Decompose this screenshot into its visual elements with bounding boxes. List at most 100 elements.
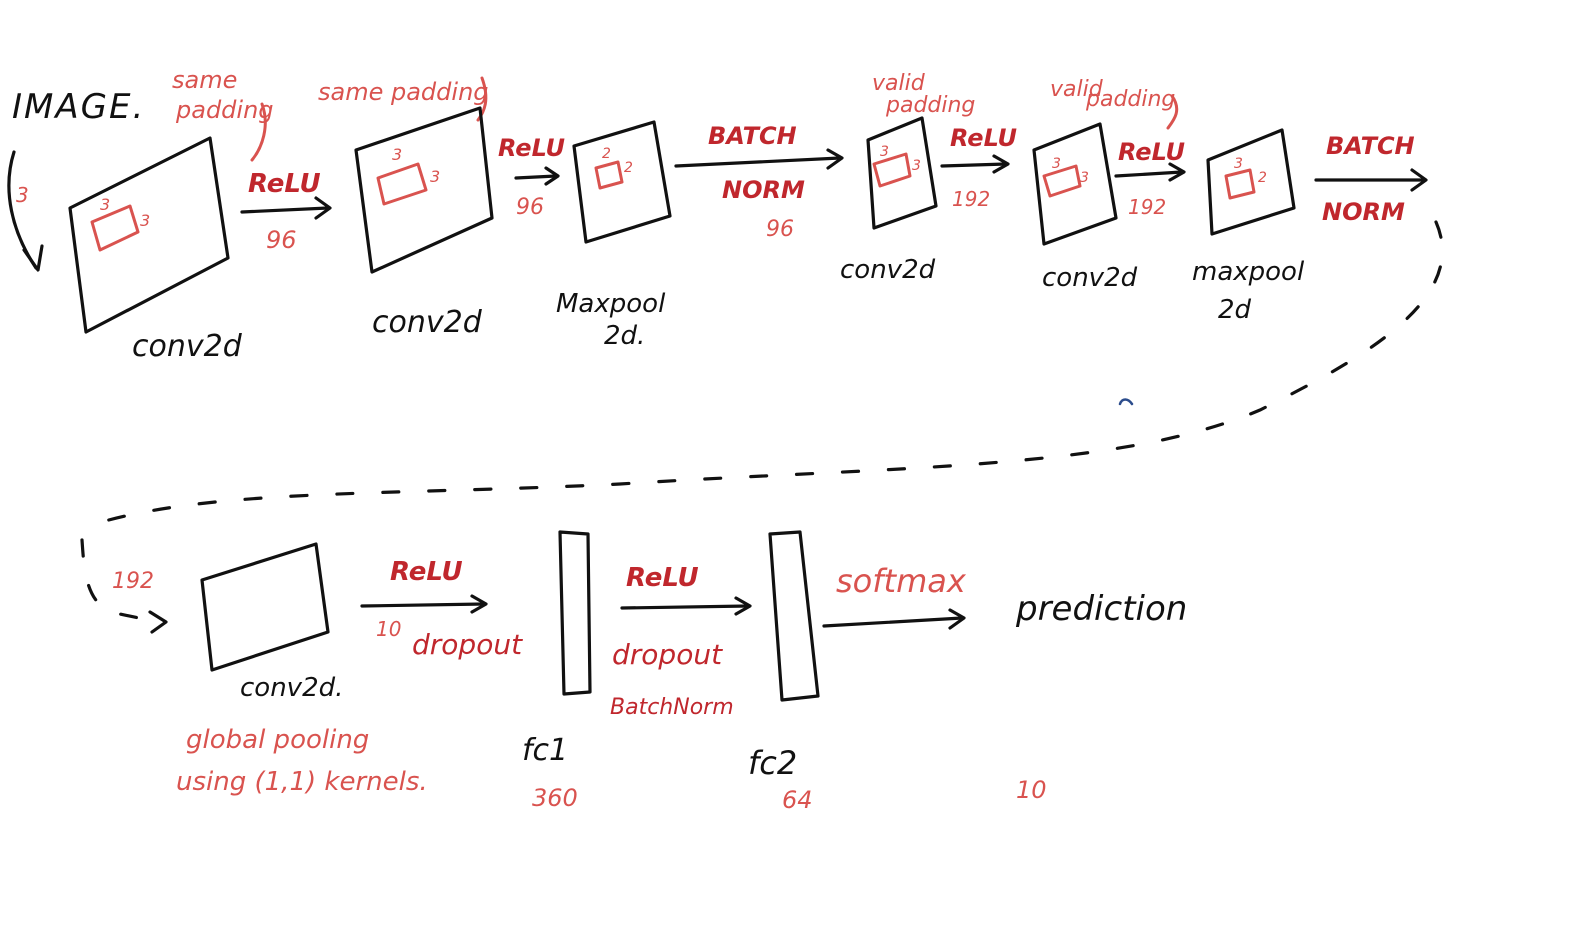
- fc1-arrow: [620, 604, 750, 610]
- output-classes: 10: [1016, 776, 1047, 804]
- fc2-activation: softmax: [836, 562, 967, 600]
- stage6-feature-map: [1206, 128, 1296, 236]
- stage2-filters: 96: [516, 195, 544, 220]
- stage2-padding-note: same padding: [318, 78, 489, 106]
- stage3-layer-label-1: Maxpool: [556, 289, 666, 319]
- stage1-kernel-h: 3: [100, 195, 110, 214]
- fc1-arrowhead: [734, 596, 752, 616]
- stage3-norm-2: NORM: [722, 176, 805, 204]
- stage3-layer-label-2: 2d.: [604, 321, 645, 351]
- fc2-arrow: [822, 616, 964, 628]
- stage6-kernel: [1224, 168, 1256, 200]
- stage1-padding-note-1: same: [172, 66, 237, 94]
- input-arrowhead: [22, 244, 44, 272]
- stage7-layer-label: conv2d.: [240, 673, 343, 703]
- stage4-padding-note-1: valid: [872, 71, 926, 96]
- stage4-kernel: [872, 152, 912, 188]
- output-label: prediction: [1015, 589, 1187, 629]
- stage6-kernel-h: 3: [1234, 156, 1243, 172]
- stage1-activation: ReLU: [248, 169, 321, 199]
- input-channels: 3: [16, 183, 29, 207]
- stage5-kernel-h: 3: [1052, 156, 1061, 172]
- stage5-kernel: [1042, 164, 1082, 198]
- stage2-kernel-w: 3: [430, 167, 440, 186]
- stage4-padding-note-2: padding: [885, 93, 975, 118]
- stage7-regularization: dropout: [412, 628, 523, 661]
- stage6-layer-label-1: maxpool: [1192, 257, 1305, 287]
- row-connector-dashed-end: [80, 538, 160, 624]
- stage2-kernel-h: 3: [392, 145, 402, 164]
- stage7-activation: ReLU: [390, 557, 463, 587]
- stage2-layer-label: conv2d: [372, 305, 483, 340]
- stage4-arrow: [940, 162, 1008, 168]
- stage5-activation: ReLU: [1118, 138, 1185, 166]
- row-connector-arrowhead: [148, 610, 168, 634]
- stage2-kernel: [376, 162, 428, 206]
- stage5-note-arrow: [1166, 94, 1179, 130]
- stage7-in-channels: 192: [112, 569, 154, 594]
- stage1-filters: 96: [266, 226, 297, 254]
- fc1-regularization-1: dropout: [612, 638, 723, 671]
- fc1-regularization-2: BatchNorm: [610, 695, 734, 720]
- fc1-label: fc1: [522, 733, 568, 768]
- stage6-kernel-w: 2: [1258, 170, 1267, 186]
- stage5-arrowhead: [1168, 162, 1186, 182]
- stage3-kernel-h: 2: [602, 146, 611, 162]
- stage1-feature-map: [68, 136, 230, 334]
- stage4-activation: ReLU: [950, 124, 1017, 152]
- stage4-arrowhead: [992, 154, 1010, 174]
- stage5-padding-note-2: padding: [1085, 87, 1175, 112]
- stage1-note-arrow: [250, 102, 267, 162]
- stage6-arrowhead: [1410, 168, 1428, 192]
- fc1-units: 360: [532, 784, 578, 812]
- stage4-filters: 192: [952, 187, 990, 211]
- stage1-arrowhead: [314, 196, 332, 220]
- fc1-activation: ReLU: [626, 563, 699, 593]
- stage5-feature-map: [1032, 122, 1118, 246]
- stage3-arrowhead: [826, 148, 844, 170]
- stage7-arrow: [360, 602, 486, 608]
- stage3-filters: 96: [766, 217, 794, 242]
- input-arrow: [7, 150, 38, 270]
- stage4-feature-map: [866, 116, 938, 230]
- stage2-activation: ReLU: [498, 134, 565, 162]
- stage2-arrowhead: [544, 166, 560, 186]
- stage2-arrow: [514, 174, 558, 180]
- fc2-layer: [768, 530, 820, 702]
- stray-mark: [1118, 398, 1134, 406]
- stage5-filters: 192: [1128, 195, 1166, 219]
- stage5-layer-label: conv2d: [1042, 263, 1138, 293]
- stage5-kernel-w: 3: [1080, 170, 1089, 186]
- stage3-kernel-w: 2: [624, 160, 633, 176]
- stage5-padding-note-1: valid: [1050, 77, 1104, 102]
- stage1-kernel: [90, 204, 140, 252]
- stage7-filters: 10: [376, 617, 401, 641]
- stage4-kernel-h: 3: [880, 144, 889, 160]
- stage4-kernel-w: 3: [912, 158, 921, 174]
- fc2-arrowhead: [948, 608, 966, 630]
- input-label: IMAGE.: [12, 87, 145, 127]
- fc1-layer: [558, 530, 592, 696]
- fc2-units: 64: [782, 786, 813, 814]
- row-connector-dashed: [80, 220, 1444, 530]
- stage5-arrow: [1114, 170, 1184, 178]
- stage3-feature-map: [572, 120, 672, 244]
- stage1-padding-note-2: padding: [175, 96, 274, 124]
- stage4-layer-label: conv2d: [840, 255, 936, 285]
- stage6-norm-1: BATCH: [1326, 132, 1415, 160]
- stage3-kernel: [594, 160, 624, 190]
- stage1-layer-label: conv2d: [132, 329, 243, 364]
- stage1-arrow: [240, 206, 330, 214]
- stage7-feature-map: [200, 542, 330, 672]
- stage7-note-1: global pooling: [186, 725, 369, 755]
- stage3-arrow: [674, 156, 842, 168]
- stage1-kernel-w: 3: [140, 211, 150, 230]
- stage7-note-2: using (1,1) kernels.: [176, 767, 428, 797]
- stage7-arrowhead: [470, 594, 488, 614]
- stage3-norm-1: BATCH: [708, 122, 797, 150]
- stage6-norm-2: NORM: [1322, 198, 1405, 226]
- fc2-label: fc2: [748, 744, 797, 782]
- stage2-feature-map: [354, 106, 494, 274]
- stage6-layer-label-2: 2d: [1218, 295, 1252, 325]
